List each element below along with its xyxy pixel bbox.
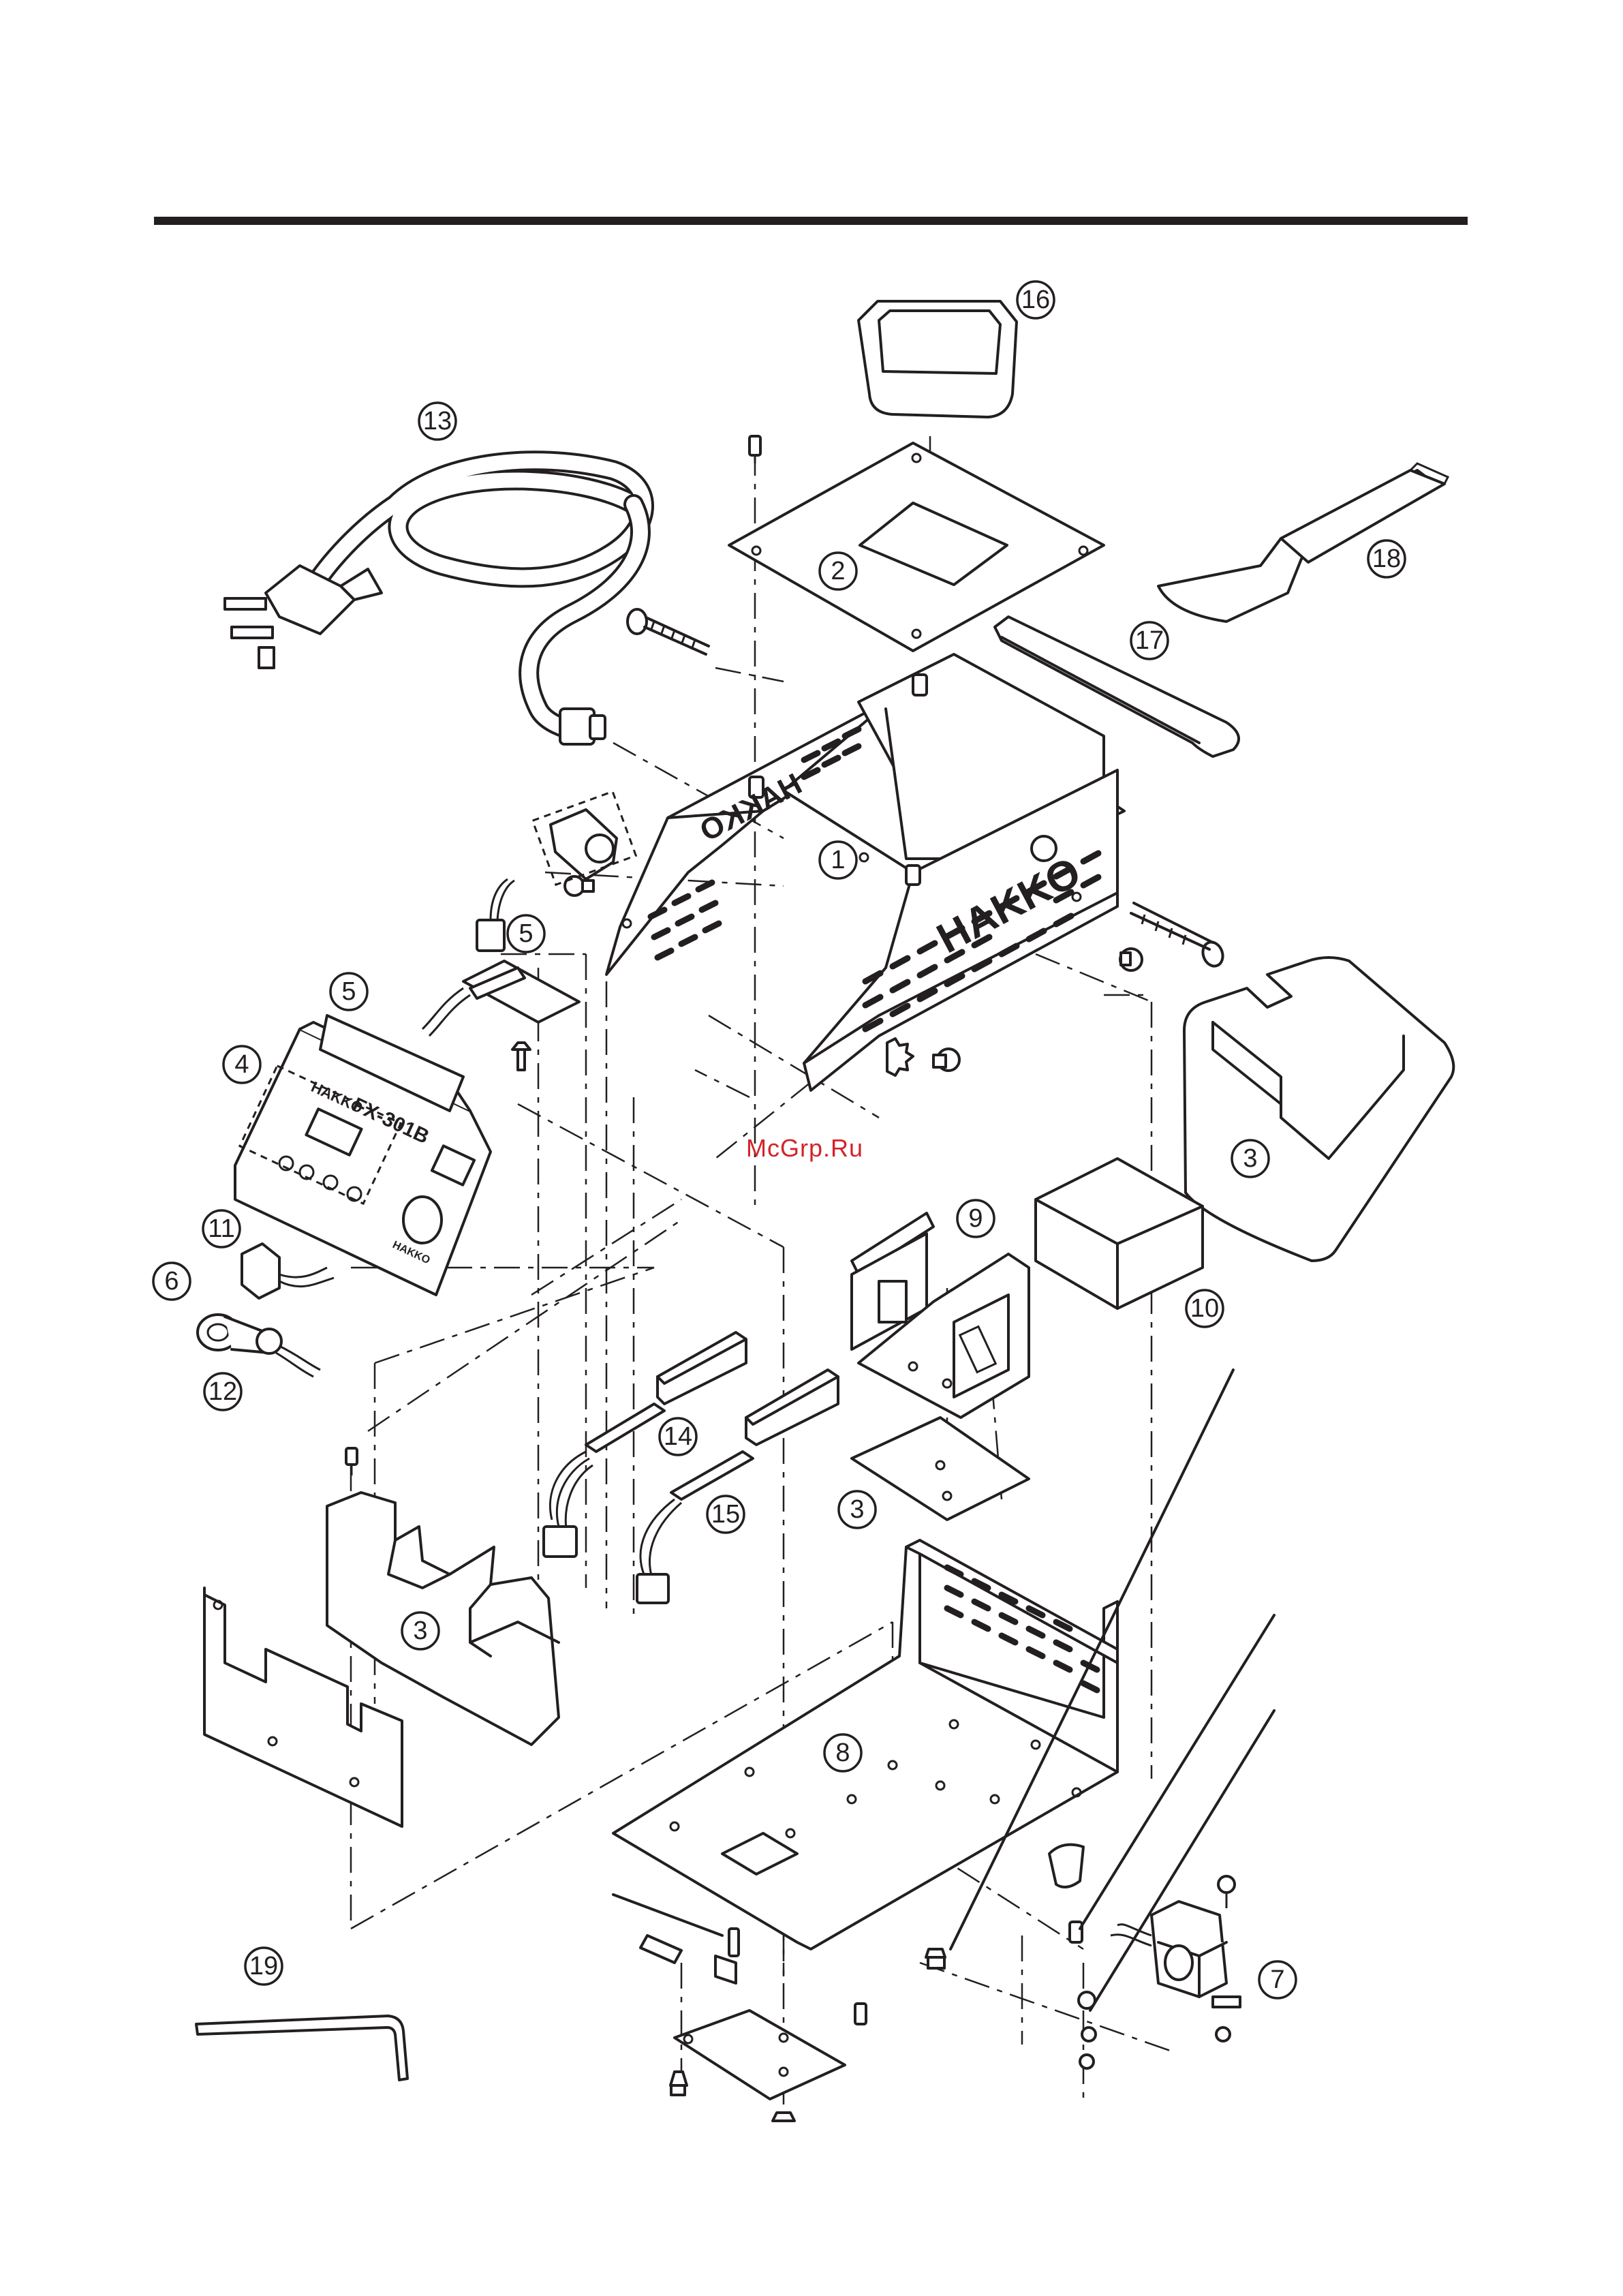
callout-19: 19 <box>245 1948 282 1985</box>
part-1-housing: HAKKO HAKKO <box>606 654 1124 1090</box>
callout-5b: 5 <box>330 973 367 1010</box>
callout-3a: 3 <box>1232 1140 1269 1177</box>
svg-text:7: 7 <box>1270 1965 1284 1994</box>
screw-top <box>749 436 760 463</box>
svg-text:16: 16 <box>1021 286 1050 314</box>
svg-text:10: 10 <box>1190 1294 1219 1323</box>
svg-text:11: 11 <box>208 1214 234 1243</box>
header-rule <box>154 217 1468 225</box>
long-screw-left <box>628 609 709 654</box>
svg-text:2: 2 <box>831 557 845 585</box>
svg-text:18: 18 <box>1372 545 1401 573</box>
svg-text:13: 13 <box>423 407 452 435</box>
callout-3b: 3 <box>839 1491 876 1528</box>
callout-5a: 5 <box>508 915 544 952</box>
svg-text:19: 19 <box>249 1952 278 1980</box>
svg-text:12: 12 <box>208 1377 237 1406</box>
svg-text:15: 15 <box>711 1500 740 1529</box>
part-10-box <box>1036 1159 1203 1308</box>
callout-14: 14 <box>660 1418 696 1455</box>
callout-11: 11 <box>203 1210 240 1247</box>
part-3-foam-right <box>1184 958 1453 1261</box>
svg-text:1: 1 <box>831 846 845 874</box>
part-16-cup <box>859 301 1017 417</box>
screw-left <box>346 1448 357 1475</box>
svg-text:3: 3 <box>850 1495 864 1524</box>
svg-text:3: 3 <box>413 1617 427 1645</box>
callout-12: 12 <box>204 1373 241 1410</box>
svg-text:6: 6 <box>164 1267 179 1296</box>
callout-3c: 3 <box>402 1612 439 1649</box>
callout-4: 4 <box>223 1046 260 1083</box>
part-5-pcb <box>422 879 579 1070</box>
svg-text:5: 5 <box>341 977 356 1006</box>
bottom-plate <box>670 2004 866 2121</box>
part-15-heater <box>637 1370 838 1603</box>
callout-17: 17 <box>1131 622 1168 659</box>
svg-text:5: 5 <box>519 919 533 948</box>
callout-1: 1 <box>820 842 856 878</box>
part-11-switch <box>242 1244 334 1298</box>
callout-2: 2 <box>820 553 856 590</box>
part-3-base-plate <box>852 1418 1029 1520</box>
callout-9: 9 <box>957 1200 994 1237</box>
part-7-transformer <box>1111 1901 1240 2007</box>
callout-8: 8 <box>824 1734 861 1771</box>
part-9-bracket <box>852 1213 1029 1418</box>
sensor-part <box>640 1929 739 1983</box>
part-18-spatula <box>1158 463 1448 622</box>
callout-15: 15 <box>707 1496 744 1533</box>
callout-7: 7 <box>1259 1961 1296 1998</box>
svg-text:8: 8 <box>835 1739 850 1767</box>
knob-socket <box>533 791 636 885</box>
svg-text:9: 9 <box>968 1204 983 1233</box>
part-8-chassis <box>613 1540 1117 1949</box>
svg-text:3: 3 <box>1243 1144 1257 1173</box>
callout-10: 10 <box>1186 1290 1223 1327</box>
callout-6: 6 <box>153 1263 190 1300</box>
part-13-power-cord <box>225 461 644 744</box>
part-12-socket <box>198 1315 320 1377</box>
watermark: McGrp.Ru <box>746 1134 863 1162</box>
part-2-top-plate <box>729 443 1104 651</box>
part-19-hex-key <box>196 2016 407 2080</box>
svg-text:4: 4 <box>234 1050 249 1079</box>
svg-text:14: 14 <box>664 1422 692 1451</box>
callout-16: 16 <box>1017 281 1054 318</box>
rubber-foot <box>1049 1845 1083 1942</box>
callout-13: 13 <box>419 403 456 440</box>
callout-18: 18 <box>1368 540 1405 577</box>
svg-text:17: 17 <box>1135 626 1164 655</box>
